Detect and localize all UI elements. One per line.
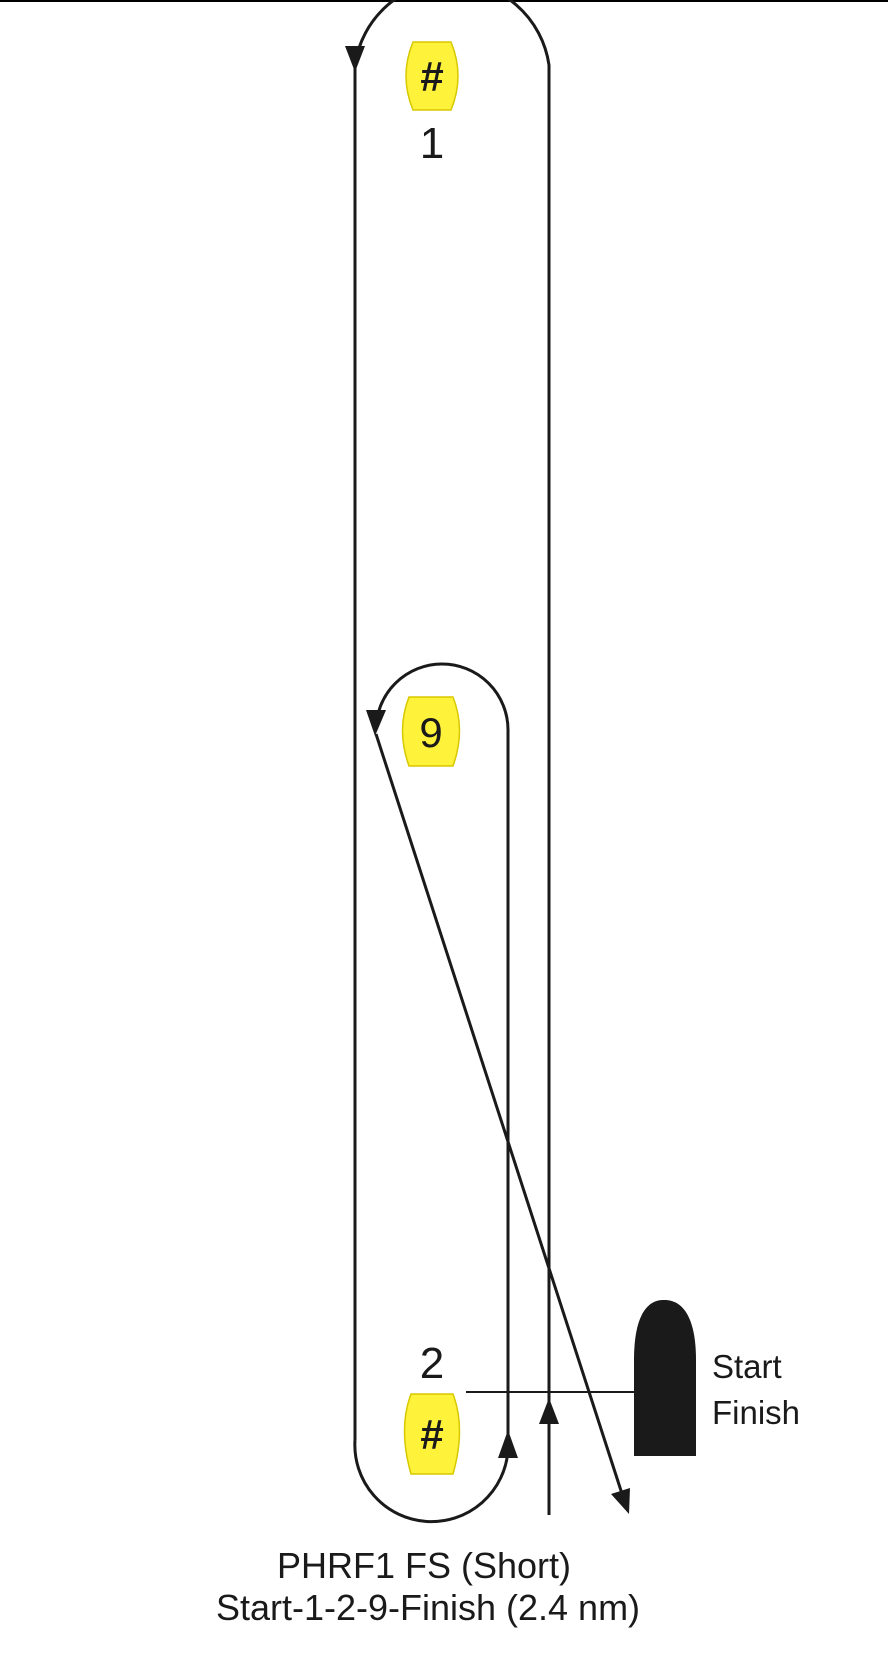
mark-2-buoy-icon [403, 1393, 461, 1475]
committee-boat: Start Finish [634, 1300, 800, 1456]
course-leg-mark9-to-finish [374, 733, 627, 1504]
arrow-icon-mark1-rounding [345, 46, 365, 72]
arrow-icon-finish-leg [611, 1488, 630, 1514]
start-label: Start [712, 1348, 782, 1385]
mark-2-symbol: # [420, 1411, 443, 1458]
mark-2-number: 2 [420, 1339, 444, 1388]
mark-1-number: 1 [420, 119, 444, 168]
course-title: PHRF1 FS (Short) [277, 1545, 571, 1586]
mark-1: # 1 [405, 41, 459, 168]
committee-boat-icon [634, 1300, 696, 1456]
mark-9-buoy-icon [401, 696, 461, 767]
arrow-icon-mark9-rounding [366, 710, 386, 736]
mark-9-symbol: 9 [419, 709, 442, 756]
mark-2: 2 # [403, 1339, 461, 1475]
mark-1-buoy-icon [405, 41, 459, 111]
course-leg-start-to-mark1 [353, 0, 551, 1515]
arrow-icon-start-leg [539, 1398, 559, 1424]
top-border-line [0, 0, 888, 2]
mark-1-symbol: # [420, 53, 443, 100]
arrow-icon-mark2-rounding [498, 1430, 518, 1458]
mark-9: 9 [401, 696, 461, 767]
course-subtitle: Start-1-2-9-Finish (2.4 nm) [216, 1587, 640, 1628]
finish-label: Finish [712, 1394, 800, 1431]
